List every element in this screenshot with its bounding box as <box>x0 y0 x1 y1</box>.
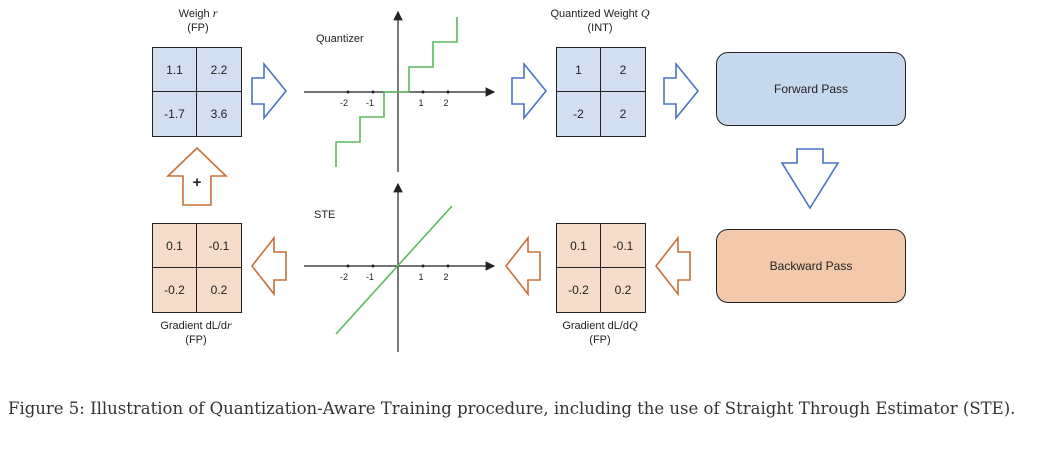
quantizer-plot: -2 -1 1 2 Quantizer <box>304 10 496 172</box>
backward-arrow-left-icon <box>654 235 691 297</box>
weight-cell: 3.6 <box>210 107 228 121</box>
gradient-r-cell: 0.2 <box>210 283 228 297</box>
weight-symbol: r <box>212 6 218 20</box>
weight-subtitle: (FP) <box>187 22 209 34</box>
quantizer-staircase <box>335 17 458 167</box>
forward-pass-label: Forward Pass <box>773 82 849 96</box>
weight-cell: 2.2 <box>197 48 241 92</box>
weight-cell: -1.7 <box>153 92 197 136</box>
gradient-q-cell: -0.1 <box>601 224 645 268</box>
weight-matrix: 1.1 2.2 -1.7 3.6 <box>152 47 242 137</box>
ste-tick-dot <box>446 264 450 268</box>
quantized-matrix: 1 2 -2 2 <box>556 47 646 137</box>
arrows-layer <box>166 61 840 297</box>
ste-tick-dot <box>421 264 425 268</box>
update-arrow-up-icon <box>166 146 228 206</box>
ste-title: STE <box>314 209 335 221</box>
weight-title-text: Weigh <box>178 8 210 20</box>
gradient-r-cell: 0.1 <box>153 224 197 268</box>
quantized-symbol: Q <box>640 6 650 20</box>
backward-arrow-left-icon <box>504 235 541 297</box>
forward-arrow-right-icon <box>663 61 700 121</box>
weight-title: Weigh r (FP) <box>148 6 248 35</box>
quantized-cell: 1 <box>557 48 601 92</box>
backward-pass-label: Backward Pass <box>769 259 853 273</box>
quantizer-tick-dot <box>421 90 425 94</box>
quantized-cell: 2 <box>619 107 627 121</box>
quantizer-tick-label: 1 <box>418 98 423 108</box>
backward-pass-box: Backward Pass <box>716 229 906 303</box>
weight-cell: 1.1 <box>153 48 197 92</box>
ste-plot: -2 -1 1 2 STE <box>304 182 496 352</box>
quantizer-tick-label: 2 <box>443 98 448 108</box>
quantized-title-text: Quantized Weight <box>550 8 638 20</box>
figure-caption: Figure 5: Illustration of Quantization-A… <box>8 399 1016 418</box>
gradient-q-cell: 0.2 <box>614 283 632 297</box>
gradient-r-title: Gradient dL/dr (FP) <box>136 318 256 347</box>
gradient-q-title-text: Gradient dL/d <box>562 320 629 332</box>
gradient-r-cell: -0.2 <box>153 268 197 312</box>
quantized-subtitle: (INT) <box>587 22 613 34</box>
ste-tick-label: -1 <box>366 272 374 282</box>
gradient-q-matrix: 0.1 -0.1 -0.2 0.2 <box>556 223 646 313</box>
gradient-r-cell: -0.1 <box>197 224 241 268</box>
quantizer-tick-dot <box>371 90 375 94</box>
quantizer-tick-label: -2 <box>340 98 348 108</box>
gradient-q-title: Gradient dL/dQ (FP) <box>530 318 670 347</box>
quantized-cell: 2 <box>601 48 645 92</box>
quantizer-title: Quantizer <box>316 33 364 45</box>
ste-identity-line <box>335 205 453 335</box>
ste-tick-dot <box>346 264 350 268</box>
quantized-cell: -2 <box>557 92 601 136</box>
ste-tick-label: -2 <box>340 272 348 282</box>
gradient-q-symbol: Q <box>628 318 638 332</box>
backward-arrow-left-icon <box>250 235 287 297</box>
update-plus-sign: + <box>192 174 202 191</box>
ste-tick-label: 1 <box>418 272 423 282</box>
ste-tick-dot <box>371 264 375 268</box>
ste-tick-label: 2 <box>443 272 448 282</box>
gradient-q-cell: -0.2 <box>557 268 601 312</box>
gradient-r-title-text: Gradient dL/d <box>160 320 227 332</box>
gradient-q-cell: 0.1 <box>557 224 601 268</box>
quantized-title: Quantized Weight Q (INT) <box>530 6 670 35</box>
forward-arrow-down-icon <box>780 148 840 210</box>
gradient-r-symbol: r <box>226 318 232 332</box>
gradient-r-matrix: 0.1 -0.1 -0.2 0.2 <box>152 223 242 313</box>
quantizer-tick-dot <box>446 90 450 94</box>
forward-arrow-right-icon <box>511 61 548 121</box>
quantizer-tick-label: -1 <box>366 98 374 108</box>
forward-pass-box: Forward Pass <box>716 52 906 126</box>
forward-arrow-right-icon <box>251 61 288 121</box>
gradient-r-subtitle: (FP) <box>185 334 207 346</box>
gradient-q-subtitle: (FP) <box>589 334 611 346</box>
quantizer-tick-dot <box>346 90 350 94</box>
